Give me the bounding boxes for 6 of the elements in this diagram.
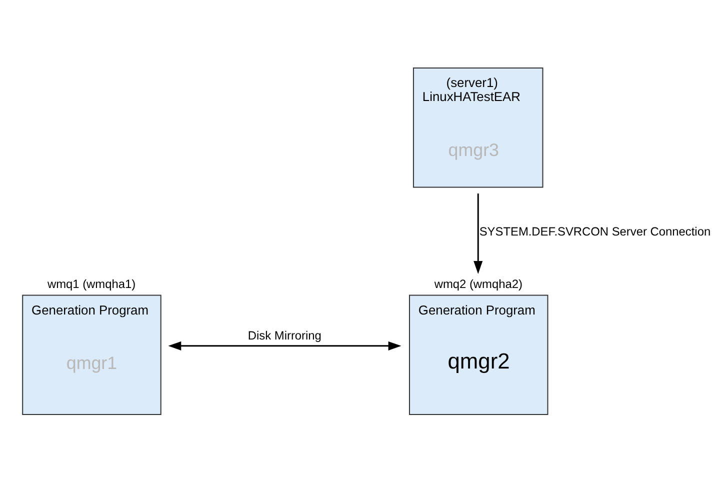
edge-label: SYSTEM.DEF.SVRCON Server Connection <box>479 224 711 239</box>
node-label: wmq2 (wmqha2) <box>434 276 522 291</box>
arrow <box>168 341 402 350</box>
arrow <box>474 194 483 274</box>
node-label: wmq1 (wmqha1) <box>47 276 136 291</box>
edge-label: Disk Mirroring <box>248 328 322 343</box>
